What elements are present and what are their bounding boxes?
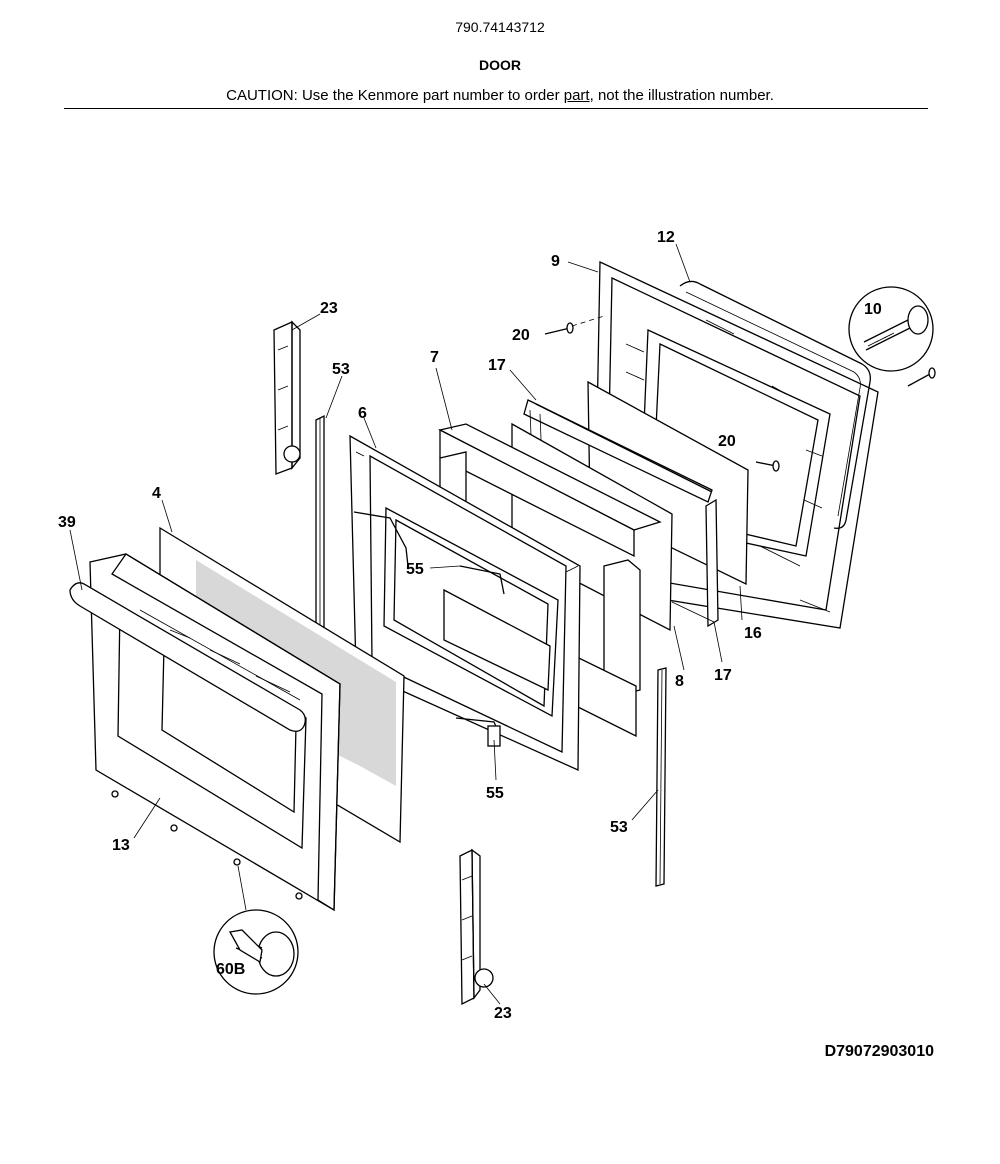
callout-60b: 60B [216,961,245,978]
part-55-brackets [353,511,505,747]
model-number: 790.74143712 [455,19,545,35]
part-6-door-frame [349,434,581,772]
part-53-hinge-channel-lower [655,667,667,887]
part-23-hinge-upper [273,320,301,475]
callout-53-upper: 53 [332,361,350,378]
drawing-id: D79072903010 [824,1043,934,1060]
caution-prefix: CAUTION: Use the Kenmore part number to … [226,87,564,104]
leader-lines [69,243,743,1005]
callout-17-upper: 17 [488,357,506,374]
callout-23-lower: 23 [494,1005,512,1022]
section-title: DOOR [479,57,521,73]
callout-53-lower: 53 [610,819,628,836]
callout-10: 10 [864,301,882,318]
part-39-handle [69,582,306,732]
part-17-glass-frame-lower [671,498,719,628]
part-20-screws [544,315,780,472]
callout-55-lower: 55 [486,785,504,802]
caution-note: CAUTION: Use the Kenmore part number to … [0,87,1000,104]
caution-part-word: part [563,87,590,104]
door-bottom-screws [111,790,303,900]
callout-6: 6 [358,405,367,422]
callout-labels: 12 9 10 20 20 23 23 53 53 7 17 17 6 4 39… [58,229,882,1022]
callout-23-upper: 23 [320,300,338,317]
part-60b-screw-detail [213,865,299,995]
part-23-hinge-lower [459,848,494,1006]
callout-17-lower: 17 [714,667,732,684]
callout-12: 12 [657,229,675,246]
callout-20-lower: 20 [718,433,736,450]
part-13-outer-door [89,553,341,912]
callout-20-upper: 20 [512,327,530,344]
callout-7: 7 [430,349,439,366]
part-10-screw-detail [848,286,936,387]
callout-13: 13 [112,837,130,854]
callout-9: 9 [551,253,560,270]
header-divider [64,108,928,109]
callout-55-upper: 55 [406,561,424,578]
callout-16: 16 [744,625,762,642]
callout-8: 8 [675,673,684,690]
callout-39: 39 [58,514,76,531]
part-12-gasket [679,280,871,529]
callout-4: 4 [152,485,161,502]
caution-suffix: , not the illustration number. [589,87,774,104]
